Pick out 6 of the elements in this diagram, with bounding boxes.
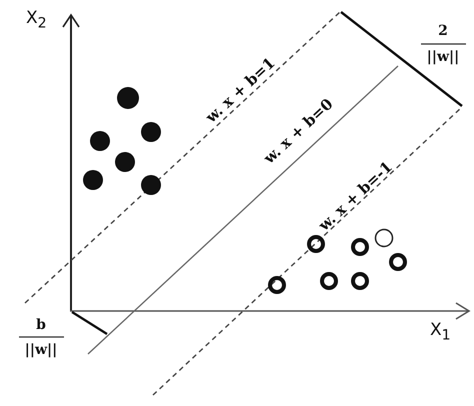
axis-label: X$_{1}$ <box>430 322 451 343</box>
axis-label: X$_{2}$ <box>26 10 47 31</box>
fraction-numerator: 2 <box>438 24 448 38</box>
fraction-numerator: b <box>36 318 46 332</box>
fraction-denominator: ||w|| <box>426 50 460 64</box>
fraction-denominator: ||w|| <box>24 343 58 357</box>
